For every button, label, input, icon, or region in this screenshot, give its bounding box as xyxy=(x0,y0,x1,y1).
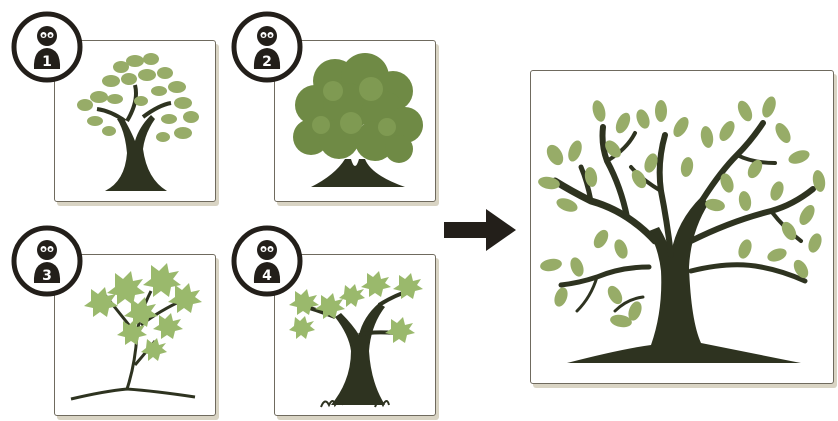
tree-drawing-2 xyxy=(293,53,423,187)
tree-drawing-1 xyxy=(77,53,199,191)
tree-drawing-3 xyxy=(70,263,202,401)
participant-badge-2: 2 xyxy=(231,11,303,83)
participant-badge-1: 1 xyxy=(11,11,83,83)
person-silhouette-icon: 4 xyxy=(231,225,303,297)
tree-drawing-card-3 xyxy=(54,254,216,416)
combined-tree-card xyxy=(530,70,834,384)
participant-number-2: 2 xyxy=(262,54,272,70)
tree-drawing-4 xyxy=(289,271,423,408)
tree-drawing-card-1 xyxy=(54,40,216,202)
participant-badge-3: 3 xyxy=(11,225,83,297)
combined-tree-drawing xyxy=(538,96,826,363)
participant-number-1: 1 xyxy=(42,54,52,70)
person-silhouette-icon: 2 xyxy=(231,11,303,83)
tree-drawing-card-2 xyxy=(274,40,436,202)
participant-badge-4: 4 xyxy=(231,225,303,297)
person-silhouette-icon: 1 xyxy=(11,11,83,83)
participant-number-4: 4 xyxy=(262,268,272,284)
tree-drawing-card-4 xyxy=(274,254,436,416)
right-arrow-icon xyxy=(444,209,516,251)
participant-number-3: 3 xyxy=(42,268,52,284)
person-silhouette-icon: 3 xyxy=(11,225,83,297)
